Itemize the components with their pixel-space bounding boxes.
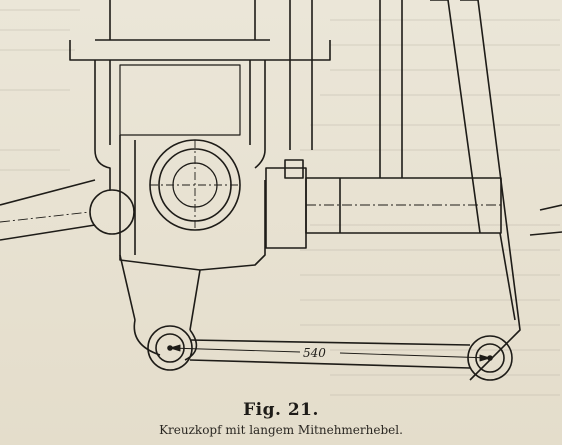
- bleed-through-text: [0, 9, 560, 396]
- right-guide-bars: [289, 0, 403, 178]
- upper-guide: [69, 0, 331, 61]
- connecting-rod: [0, 179, 135, 241]
- dimension-line: [169, 344, 491, 362]
- figure-caption: Kreuzkopf mit langem Mitnehmerhebel.: [159, 423, 403, 437]
- driving-lever: [430, 0, 562, 381]
- crosshead-body: [94, 60, 266, 271]
- figure-number: Fig. 21.: [243, 400, 319, 420]
- coupling-link: [189, 339, 471, 369]
- piston-rod: [265, 159, 502, 249]
- crosshead-pin: [149, 139, 241, 231]
- lower-lever-arm: [119, 254, 201, 361]
- dimension-label: 540: [303, 346, 326, 360]
